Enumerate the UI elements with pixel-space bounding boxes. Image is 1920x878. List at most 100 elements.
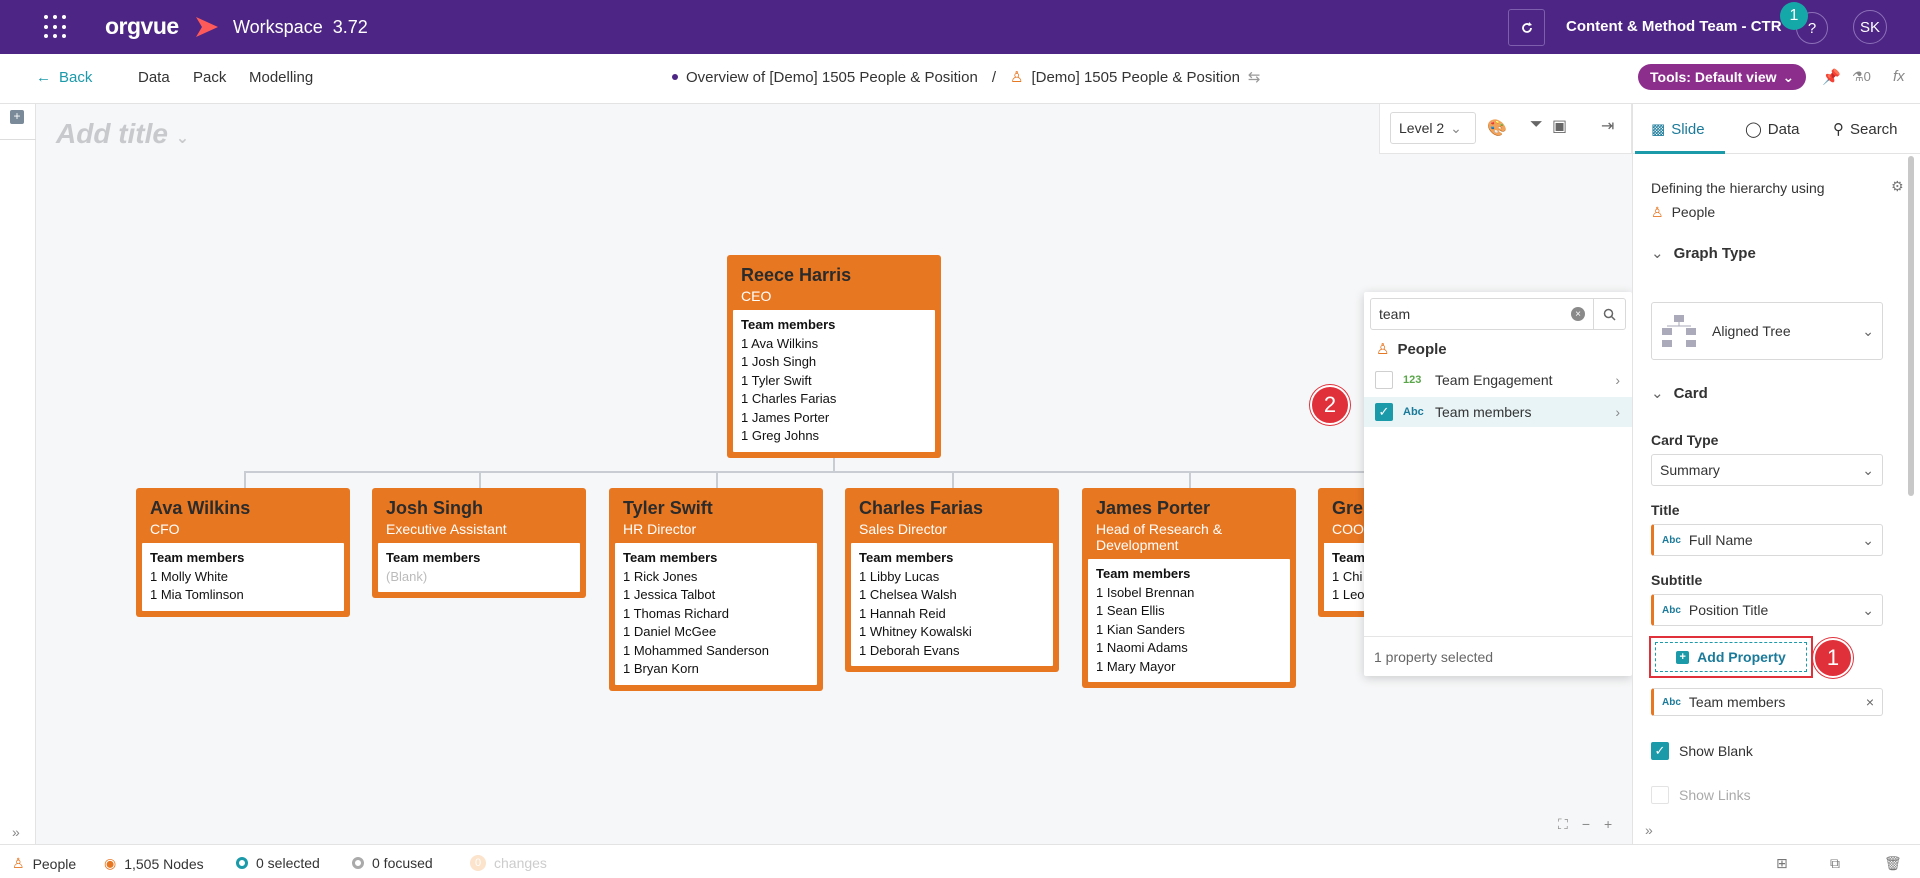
chart-icon: ▩: [1651, 121, 1666, 138]
trash-icon[interactable]: 🗑: [1884, 855, 1902, 871]
focused-icon: [352, 857, 364, 869]
status-nodes[interactable]: ◉1,505 Nodes: [104, 855, 204, 872]
workspace-label: Workspace 3.72: [233, 17, 368, 37]
flask-count[interactable]: ⚗0: [1852, 69, 1871, 84]
nav-modelling[interactable]: Modelling: [249, 69, 314, 86]
add-property-button[interactable]: +Add Property: [1649, 636, 1813, 678]
card-body: Team members 1 Isobel Brennan 1 Sean Ell…: [1088, 559, 1290, 682]
property-search-input[interactable]: team ×: [1370, 298, 1626, 330]
user-avatar[interactable]: SK: [1853, 10, 1887, 44]
org-card[interactable]: Tyler Swift HR Director Team members 1 R…: [609, 488, 823, 691]
nav-pack[interactable]: Pack: [193, 69, 227, 86]
duplicate-icon[interactable]: ⧉: [1830, 855, 1840, 871]
org-card[interactable]: Josh Singh Executive Assistant Team memb…: [372, 488, 586, 598]
search-button[interactable]: [1593, 299, 1625, 329]
property-checkbox[interactable]: ✓: [1375, 403, 1393, 421]
fit-screen-icon[interactable]: ⛶: [1558, 816, 1568, 832]
breadcrumb-dataset[interactable]: [Demo] 1505 People & Position: [1031, 68, 1240, 86]
card-item: 1 Hannah Reid: [859, 605, 946, 621]
card-item: 1 Thomas Richard: [623, 605, 729, 621]
show-blank-toggle[interactable]: ✓Show Blank: [1651, 742, 1753, 760]
chevron-down-icon: ⌄: [1862, 461, 1874, 478]
formula-button[interactable]: fx: [1893, 68, 1905, 85]
graph-type-select[interactable]: Aligned Tree ⌄: [1651, 302, 1883, 360]
hierarchy-label: Defining the hierarchy using: [1651, 180, 1825, 196]
tab-search[interactable]: ⚲Search: [1833, 120, 1898, 139]
remove-icon[interactable]: ×: [1865, 694, 1874, 710]
back-button[interactable]: ←Back: [36, 69, 93, 86]
team-selector[interactable]: Content & Method Team - CTR: [1566, 18, 1782, 35]
connector: [833, 455, 835, 471]
org-card[interactable]: James Porter Head of Research & Developm…: [1082, 488, 1296, 688]
slide-title[interactable]: Add title ⌄: [56, 118, 190, 149]
tab-slide[interactable]: ▩Slide: [1651, 120, 1705, 139]
zoom-out-icon[interactable]: −: [1581, 816, 1590, 832]
card-item: 1 Naomi Adams: [1096, 640, 1188, 655]
show-links-toggle[interactable]: Show Links: [1651, 786, 1751, 804]
property-group-header: ♙People: [1376, 340, 1447, 359]
filter-icon[interactable]: ⏷: [1530, 116, 1543, 133]
panel-scrollbar[interactable]: [1908, 156, 1914, 496]
chevron-right-icon[interactable]: ›: [1615, 404, 1620, 420]
chevron-down-icon: ⌄: [1862, 601, 1874, 618]
card-item: 1 Jessica Talbot: [623, 587, 716, 602]
dot-icon: [672, 74, 678, 80]
notification-badge[interactable]: 1: [1780, 2, 1808, 30]
pin-icon[interactable]: 📌: [1822, 69, 1841, 86]
card-item: 1 Deborah Evans: [859, 642, 960, 658]
export-icon[interactable]: ⇥: [1601, 118, 1615, 135]
expand-icon[interactable]: »: [12, 824, 20, 840]
card-role: CEO: [741, 288, 772, 304]
graph-type-section[interactable]: ⌄Graph Type: [1651, 244, 1756, 263]
status-selected[interactable]: 0 selected: [236, 855, 320, 871]
add-icon[interactable]: +: [10, 110, 24, 124]
property-label: Team Engagement: [1435, 372, 1553, 388]
status-focused[interactable]: 0 focused: [352, 855, 433, 871]
card-body: Team members (Blank): [378, 543, 580, 592]
collapse-panel-icon[interactable]: »: [1645, 822, 1653, 838]
card-item: 1 Bryan Korn: [623, 661, 699, 676]
app-grid-icon[interactable]: [44, 15, 68, 39]
level-select[interactable]: Level 2⌄: [1390, 112, 1476, 144]
top-bar: orgvue Workspace 3.72 Content & Method T…: [0, 0, 1920, 54]
chevron-right-icon[interactable]: ›: [1615, 372, 1620, 388]
card-section[interactable]: ⌄Card: [1651, 384, 1708, 403]
card-type-label: Card Type: [1651, 432, 1719, 448]
checkbox[interactable]: ✓: [1651, 742, 1669, 760]
tools-dropdown[interactable]: Tools: Default view⌄: [1638, 64, 1807, 90]
status-dataset[interactable]: ♙People: [12, 855, 77, 872]
node-icon: ◉: [104, 855, 117, 871]
selection-summary: 1 property selected: [1364, 636, 1632, 676]
card-section-title: Team members: [1096, 566, 1191, 581]
org-card[interactable]: Charles Farias Sales Director Team membe…: [845, 488, 1059, 672]
breadcrumb-overview[interactable]: Overview of [Demo] 1505 People & Positio…: [686, 68, 978, 86]
card-type-select[interactable]: Summary⌄: [1651, 454, 1883, 486]
nav-data[interactable]: Data: [138, 69, 170, 86]
palette-icon[interactable]: 🎨: [1487, 120, 1507, 137]
checkbox[interactable]: [1651, 786, 1669, 804]
property-row[interactable]: 123 Team Engagement ›: [1364, 365, 1632, 395]
comment-icon[interactable]: ▣: [1552, 118, 1568, 135]
clear-icon[interactable]: ×: [1571, 307, 1585, 321]
nav-bar: ←Back Data Pack Modelling Overview of [D…: [0, 54, 1920, 104]
refresh-button[interactable]: [1508, 9, 1545, 46]
zoom-in-icon[interactable]: +: [1604, 816, 1613, 832]
person-icon: ♙: [1376, 341, 1390, 358]
property-checkbox[interactable]: [1375, 371, 1393, 389]
connector: [1189, 471, 1191, 488]
breadcrumb-separator: /: [991, 68, 996, 86]
number-type-icon: 123: [1403, 374, 1422, 386]
active-tab-indicator: [1635, 151, 1725, 154]
add-slide-icon[interactable]: ⊞: [1776, 855, 1788, 871]
org-card[interactable]: Ava Wilkins CFO Team members 1 Molly Whi…: [136, 488, 350, 617]
property-row[interactable]: ✓ Abc Team members ›: [1364, 397, 1632, 427]
gear-icon[interactable]: ⚙: [1891, 178, 1904, 194]
person-icon: ♙: [1010, 69, 1024, 86]
tab-data[interactable]: ◯Data: [1745, 120, 1800, 139]
card-body: Team members 1 Ava Wilkins 1 Josh Singh …: [733, 310, 935, 452]
org-card[interactable]: Reece Harris CEO Team members 1 Ava Wilk…: [727, 255, 941, 458]
